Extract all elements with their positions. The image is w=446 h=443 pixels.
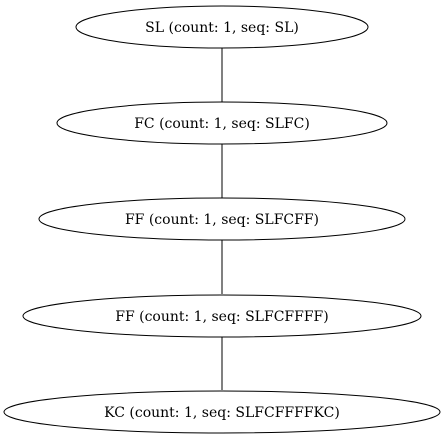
node-fc-ellipse	[56, 101, 388, 145]
node-ff-2-ellipse	[22, 294, 422, 338]
node-sl[interactable]: SL (count: 1, seq: SL)	[75, 5, 369, 49]
node-sl-ellipse	[75, 5, 369, 49]
node-ff-1-label: FF (count: 1, seq: SLFCFF)	[125, 212, 319, 228]
node-ff-2-label: FF (count: 1, seq: SLFCFFFF)	[115, 309, 328, 325]
node-kc-ellipse	[3, 390, 441, 434]
node-fc[interactable]: FC (count: 1, seq: SLFC)	[56, 101, 388, 145]
node-fc-label: FC (count: 1, seq: SLFC)	[134, 116, 310, 132]
node-sl-label: SL (count: 1, seq: SL)	[145, 20, 299, 36]
node-kc-label: KC (count: 1, seq: SLFCFFFFKC)	[104, 405, 340, 421]
node-ff-1[interactable]: FF (count: 1, seq: SLFCFF)	[38, 197, 406, 241]
node-kc[interactable]: KC (count: 1, seq: SLFCFFFFKC)	[3, 390, 441, 434]
node-ff-2[interactable]: FF (count: 1, seq: SLFCFFFF)	[22, 294, 422, 338]
node-ff-1-ellipse	[38, 197, 406, 241]
